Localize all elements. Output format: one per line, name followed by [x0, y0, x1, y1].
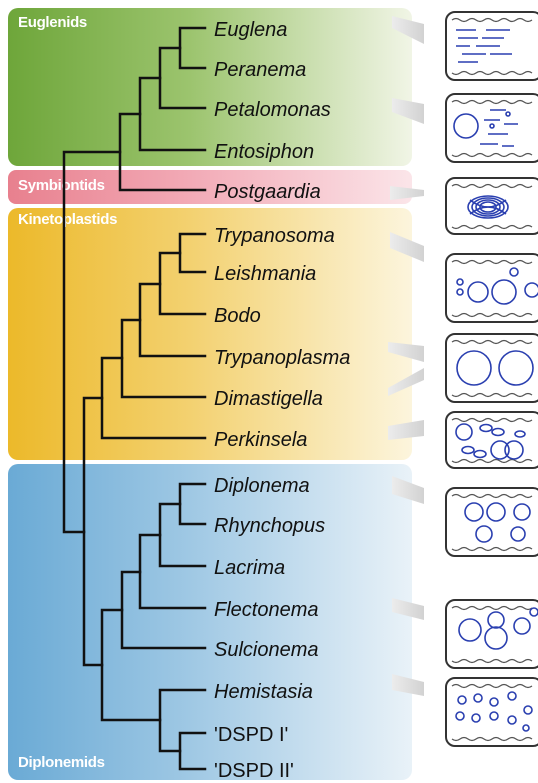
wedge-diplonema: [392, 476, 424, 504]
mitochondrion-icons: [446, 12, 538, 746]
wedge-trypanoplasma: [388, 342, 424, 362]
flectonema-vesicles-icon: [446, 600, 538, 668]
wedge-perkinsela: [388, 420, 424, 440]
taxon-label-peranema: Peranema: [214, 60, 306, 80]
wedge-trypanosoma: [390, 232, 424, 262]
taxon-label-entosiphon: Entosiphon: [214, 142, 314, 162]
hemistasia-vesicles-icon: [446, 678, 538, 746]
taxon-label-euglena: Euglena: [214, 20, 287, 40]
wedge-postgaardia: [390, 186, 424, 200]
taxon-label-dimastigella: Dimastigella: [214, 389, 323, 409]
taxon-label-dspd-ii: 'DSPD II': [214, 761, 294, 781]
lamellae-and-vesicle-icon: [446, 94, 538, 162]
taxon-label-dspd-i: 'DSPD I': [214, 725, 288, 745]
taxon-label-diplonema: Diplonema: [214, 476, 310, 496]
taxon-label-hemistasia: Hemistasia: [214, 682, 313, 702]
taxon-label-flectonema: Flectonema: [214, 600, 319, 620]
taxon-label-trypanoplasma: Trypanoplasma: [214, 348, 350, 368]
taxon-label-perkinsela: Perkinsela: [214, 430, 307, 450]
coiled-dna-icon: [446, 178, 538, 234]
taxon-label-lacrima: Lacrima: [214, 558, 285, 578]
wedge-flectonema: [392, 598, 424, 620]
stacked-lamellae-icon: [446, 12, 538, 80]
diplonema-vesicles-icon: [446, 488, 538, 556]
mixed-vesicles-icon: [446, 412, 538, 468]
taxon-label-trypanosoma: Trypanosoma: [214, 226, 335, 246]
taxon-label-sulcionema: Sulcionema: [214, 640, 319, 660]
wedge-euglenids-b: [392, 98, 424, 124]
wedge-hemistasia: [392, 674, 424, 696]
multiple-vesicles-icon: [446, 254, 538, 322]
two-large-vesicles-icon: [446, 334, 538, 402]
taxon-label-petalomonas: Petalomonas: [214, 100, 331, 120]
wedge-euglenids-a: [392, 16, 424, 44]
taxon-label-rhynchopus: Rhynchopus: [214, 516, 325, 536]
taxon-label-postgaardia: Postgaardia: [214, 182, 321, 202]
tree-branches: [64, 28, 205, 769]
connector-wedges: [388, 16, 424, 696]
wedge-dimastigella: [388, 368, 424, 396]
taxon-label-bodo: Bodo: [214, 306, 261, 326]
taxon-label-leishmania: Leishmania: [214, 264, 316, 284]
